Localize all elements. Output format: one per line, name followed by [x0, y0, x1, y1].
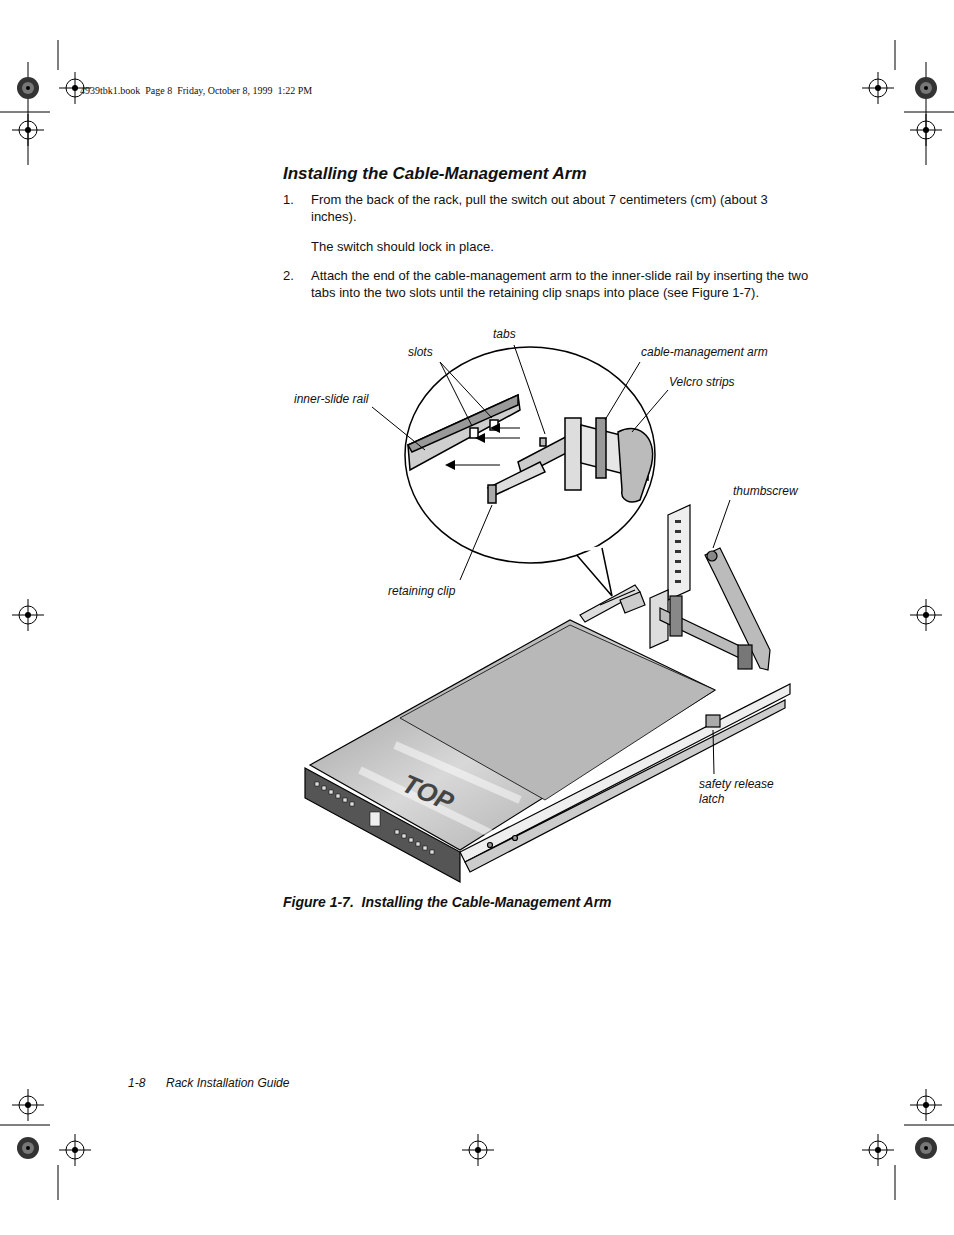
- step-text: From the back of the rack, pull the swit…: [311, 191, 801, 225]
- step-text: Attach the end of the cable-management a…: [311, 267, 826, 301]
- page-number: 1-8: [128, 1075, 145, 1092]
- part-label: Velcro strips: [669, 374, 735, 391]
- step-text: The switch should lock in place.: [311, 238, 494, 255]
- figure-caption: Figure 1-7. Installing the Cable-Managem…: [283, 893, 612, 911]
- part-label: thumbscrew: [733, 483, 798, 500]
- part-label: retaining clip: [388, 583, 455, 600]
- part-label: cable-management arm: [641, 344, 768, 361]
- part-label: tabs: [493, 326, 516, 343]
- part-label: inner-slide rail: [294, 391, 368, 408]
- running-footer: Rack Installation Guide: [166, 1075, 289, 1092]
- step-number: 2.: [283, 267, 294, 284]
- part-label: slots: [408, 344, 433, 361]
- page-header: 4939tbk1.book Page 8 Friday, October 8, …: [80, 82, 312, 99]
- step-number: 1.: [283, 191, 294, 208]
- part-label: safety release latch: [699, 777, 794, 807]
- section-title: Installing the Cable-Management Arm: [283, 163, 587, 185]
- detail-bubble: [405, 347, 655, 596]
- leader-lines: [372, 345, 730, 774]
- registration-marks: [0, 40, 954, 1200]
